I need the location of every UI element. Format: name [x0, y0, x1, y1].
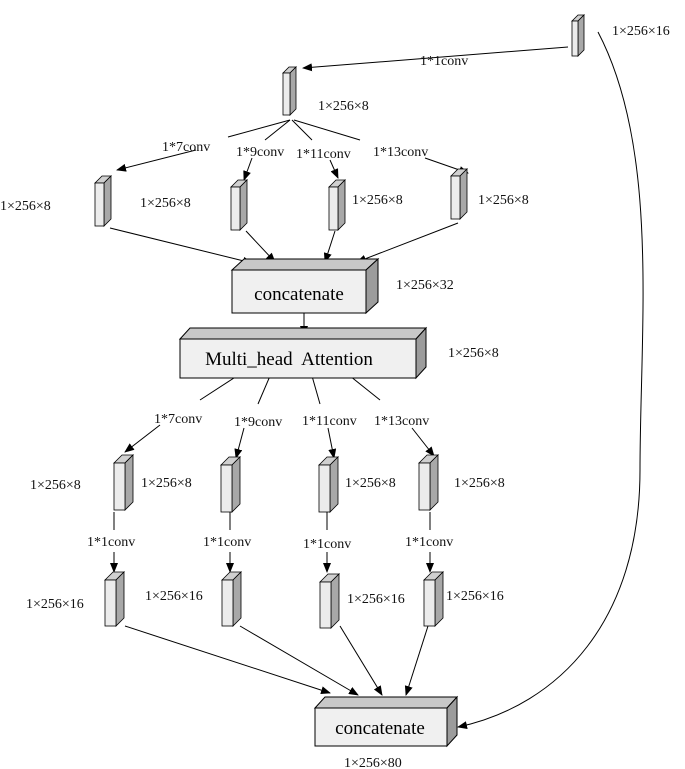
label-attention-dim: 1×256×8 — [448, 346, 499, 361]
edge-to-conv11-top — [291, 119, 313, 141]
edge-to-conv7-top-b — [116, 149, 197, 172]
edge-b4-to-concat1 — [356, 222, 459, 263]
label-c4-dim: 1×256×8 — [454, 476, 505, 491]
label-conv1-top: 1*1conv — [420, 54, 468, 69]
edge-att-to-conv13 — [349, 375, 381, 401]
block-conv-3 — [318, 456, 339, 513]
label-pw3: 1*1conv — [303, 537, 351, 552]
edge-input-to-reduce — [302, 46, 569, 72]
feature-blocks — [94, 14, 585, 629]
edge-att-to-conv7 — [199, 375, 238, 401]
label-reduced-dim: 1×256×8 — [318, 99, 369, 114]
label-input-dim: 1×256×16 — [612, 24, 670, 39]
edge-att-to-conv11-b — [327, 427, 337, 459]
label-b2-dim: 1×256×8 — [140, 196, 191, 211]
block-branch-1 — [94, 175, 112, 227]
label-conv11-bot: 1*11conv — [302, 414, 357, 429]
edge-att-to-conv11 — [311, 375, 321, 405]
label-d3-dim: 1×256×16 — [347, 592, 405, 607]
label-conv7-bot: 1*7conv — [154, 412, 202, 427]
label-c1-dim-right: 1×256×8 — [141, 476, 192, 491]
label-b3-dim: 1×256×8 — [352, 193, 403, 208]
label-conv13-bot: 1*13conv — [374, 414, 429, 429]
concatenate-box-2: concatenate — [313, 695, 459, 748]
label-concat2-dim: 1×256×80 — [344, 756, 402, 769]
attention-box: Multi_head Attention — [178, 326, 428, 380]
edge-to-conv13-top — [293, 119, 361, 141]
concat2-label: concatenate — [335, 718, 425, 739]
label-conv9-bot: 1*9conv — [234, 415, 282, 430]
block-branch-3 — [328, 179, 346, 231]
edge-att-to-conv9 — [257, 375, 271, 405]
label-pw4: 1*1conv — [405, 535, 453, 550]
label-pw2: 1*1conv — [203, 535, 251, 550]
block-conv-4 — [418, 454, 439, 511]
label-d4-dim: 1×256×16 — [446, 589, 504, 604]
label-concat1-dim: 1×256×32 — [396, 278, 454, 293]
labels: 1×256×16 1*1conv 1×256×8 1*7conv 1*9conv… — [0, 24, 670, 769]
edge-d2-to-concat2 — [239, 625, 359, 696]
label-c1-dim-left: 1×256×8 — [30, 478, 81, 493]
block-pw-2 — [221, 571, 242, 627]
edge-d3-to-concat2 — [339, 625, 383, 696]
label-c3-dim: 1×256×8 — [345, 476, 396, 491]
edge-d1-to-concat2 — [124, 625, 331, 695]
attention-label: Multi_head Attention — [205, 349, 373, 370]
edge-to-conv11-top-b — [329, 159, 339, 179]
label-d1-dim: 1×256×16 — [26, 597, 84, 612]
edge-d4-to-concat2 — [404, 625, 429, 696]
edge-skip-connection — [457, 31, 644, 730]
block-conv-1 — [113, 454, 134, 511]
label-d2-dim: 1×256×16 — [145, 589, 203, 604]
block-pw-4 — [423, 571, 444, 627]
block-branch-2 — [230, 179, 248, 231]
edge-to-conv9-top-b — [243, 157, 253, 181]
block-reduced — [282, 66, 297, 116]
edge-to-conv9-top — [264, 119, 291, 141]
edge-b3-to-concat1 — [323, 230, 336, 263]
block-pw-1 — [104, 571, 125, 627]
block-pw-3 — [319, 573, 340, 629]
label-conv7-top: 1*7conv — [162, 140, 210, 155]
concatenate-box-1: concatenate — [230, 257, 380, 315]
label-conv9-top: 1*9conv — [236, 145, 284, 160]
label-pw1: 1*1conv — [87, 535, 135, 550]
block-branch-4 — [450, 168, 468, 220]
label-conv11-top: 1*11conv — [296, 147, 351, 162]
label-conv13-top: 1*13conv — [373, 145, 428, 160]
label-b4-dim: 1×256×8 — [478, 193, 529, 208]
concat1-label: concatenate — [254, 284, 344, 305]
label-b1-dim: 1×256×8 — [0, 199, 51, 214]
edge-b2-to-concat1 — [245, 230, 276, 263]
block-conv-2 — [220, 456, 241, 513]
edge-att-to-conv7-b — [124, 424, 161, 453]
edge-b1-to-concat1 — [109, 227, 253, 265]
edge-to-conv7-top — [227, 119, 291, 138]
edge-att-to-conv13-b — [411, 427, 435, 457]
edge-att-to-conv9-b — [234, 427, 245, 459]
block-input — [571, 14, 585, 57]
edges — [109, 31, 644, 730]
